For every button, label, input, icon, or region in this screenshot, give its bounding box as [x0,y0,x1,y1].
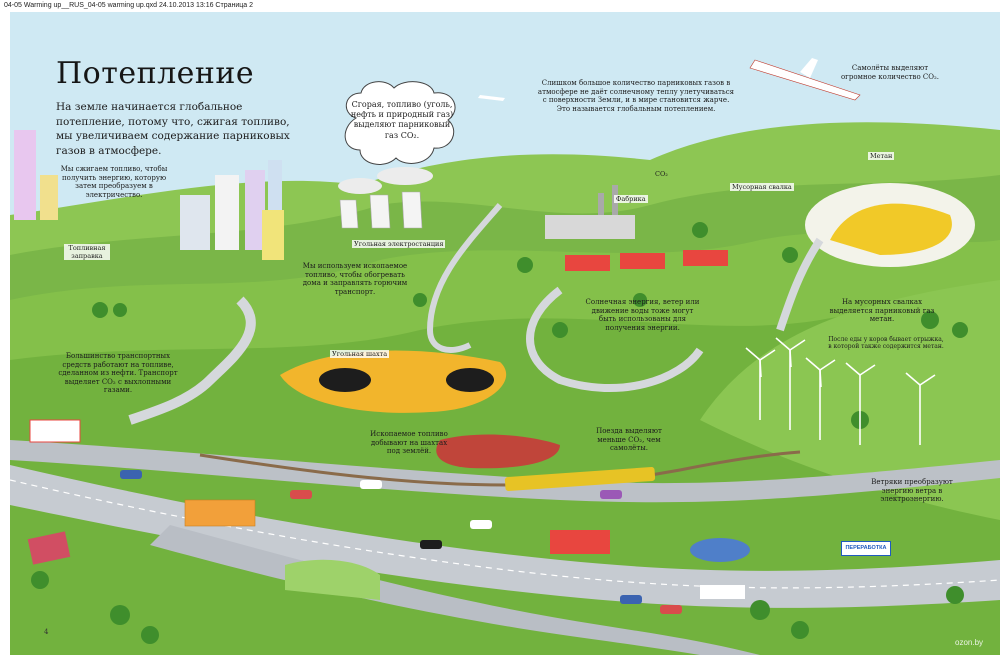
caption-fossil-fuel-use: Мы используем ископаемое топливо, чтобы … [302,262,408,296]
caption-too-much-gas: Слишком большое количество парниковых га… [537,79,735,113]
caption-planes: Самолёты выделяют огромное количество CO… [840,64,940,81]
label-gas-station: Топливная заправка [64,244,110,260]
label-co2: CO₂ [655,170,668,178]
label-landfill: Мусорная свалка [730,183,794,191]
caption-mines: Ископаемое топливо добывают на шахтах по… [370,430,448,456]
caption-renewables: Солнечная энергия, ветер или движение во… [585,298,700,332]
label-power-plant: Угольная электростанция [352,240,446,248]
caption-trains: Поезда выделяют меньше CO₂, чем самолёты… [596,427,662,453]
watermark: ozon.by [955,638,984,647]
label-factory: Фабрика [614,195,648,203]
intro-text: На земле начинается глобальное потеплени… [56,101,290,158]
label-coal-mine: Угольная шахта [330,350,390,358]
caption-burning-fuel: Сгорая, топливо (уголь, нефть и природны… [350,100,454,140]
caption-fuel-to-power: Мы сжигаем топливо, чтобы получить энерг… [60,165,168,199]
caption-landfills: На мусорных свалках выделяется парниковы… [829,298,935,324]
speech-cloud [344,81,456,165]
label-methane: Метан [868,152,895,160]
page-title: Потепление [56,56,255,91]
print-slug: 04-05 Warming up__RUS_04-05 warming up.q… [4,2,253,9]
recycling-sign: ПЕРЕРАБОТКА [841,541,891,556]
page-number: 4 [44,628,49,636]
caption-wind: Ветряки преобразуют энергию ветра в элек… [871,478,953,504]
caption-cows: После еды у коров бывает отрыжка, в кото… [828,336,944,351]
caption-transport: Большинство транспортных средств работаю… [58,352,178,395]
